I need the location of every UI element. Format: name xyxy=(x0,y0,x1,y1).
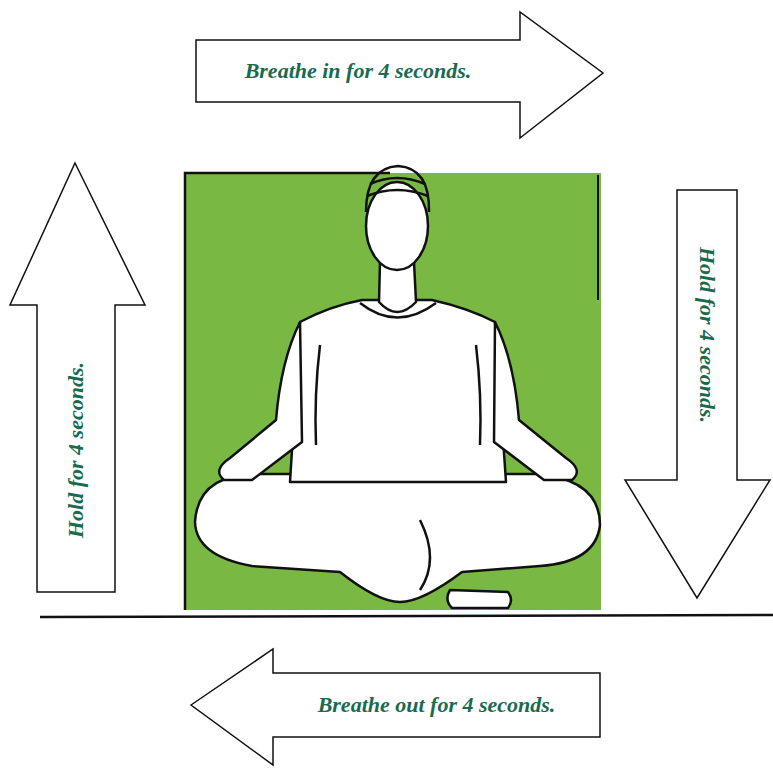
step-label: Breathe in for 4 seconds. xyxy=(196,40,520,102)
step-label: Breathe out for 4 seconds. xyxy=(273,673,600,737)
person-figure xyxy=(195,166,600,608)
green-square xyxy=(185,173,601,610)
arrow-box: Breathe in for 4 seconds. xyxy=(190,10,610,142)
arrow-box: Breathe out for 4 seconds. xyxy=(188,645,606,769)
arrow-box: Hold for 4 seconds. xyxy=(8,160,150,596)
arrow-box: Hold for 4 seconds. xyxy=(622,185,773,601)
step-label: Hold for 4 seconds. xyxy=(677,190,737,480)
square-outline xyxy=(597,175,599,300)
ground-line xyxy=(40,615,773,617)
step-label: Hold for 4 seconds. xyxy=(41,310,111,590)
